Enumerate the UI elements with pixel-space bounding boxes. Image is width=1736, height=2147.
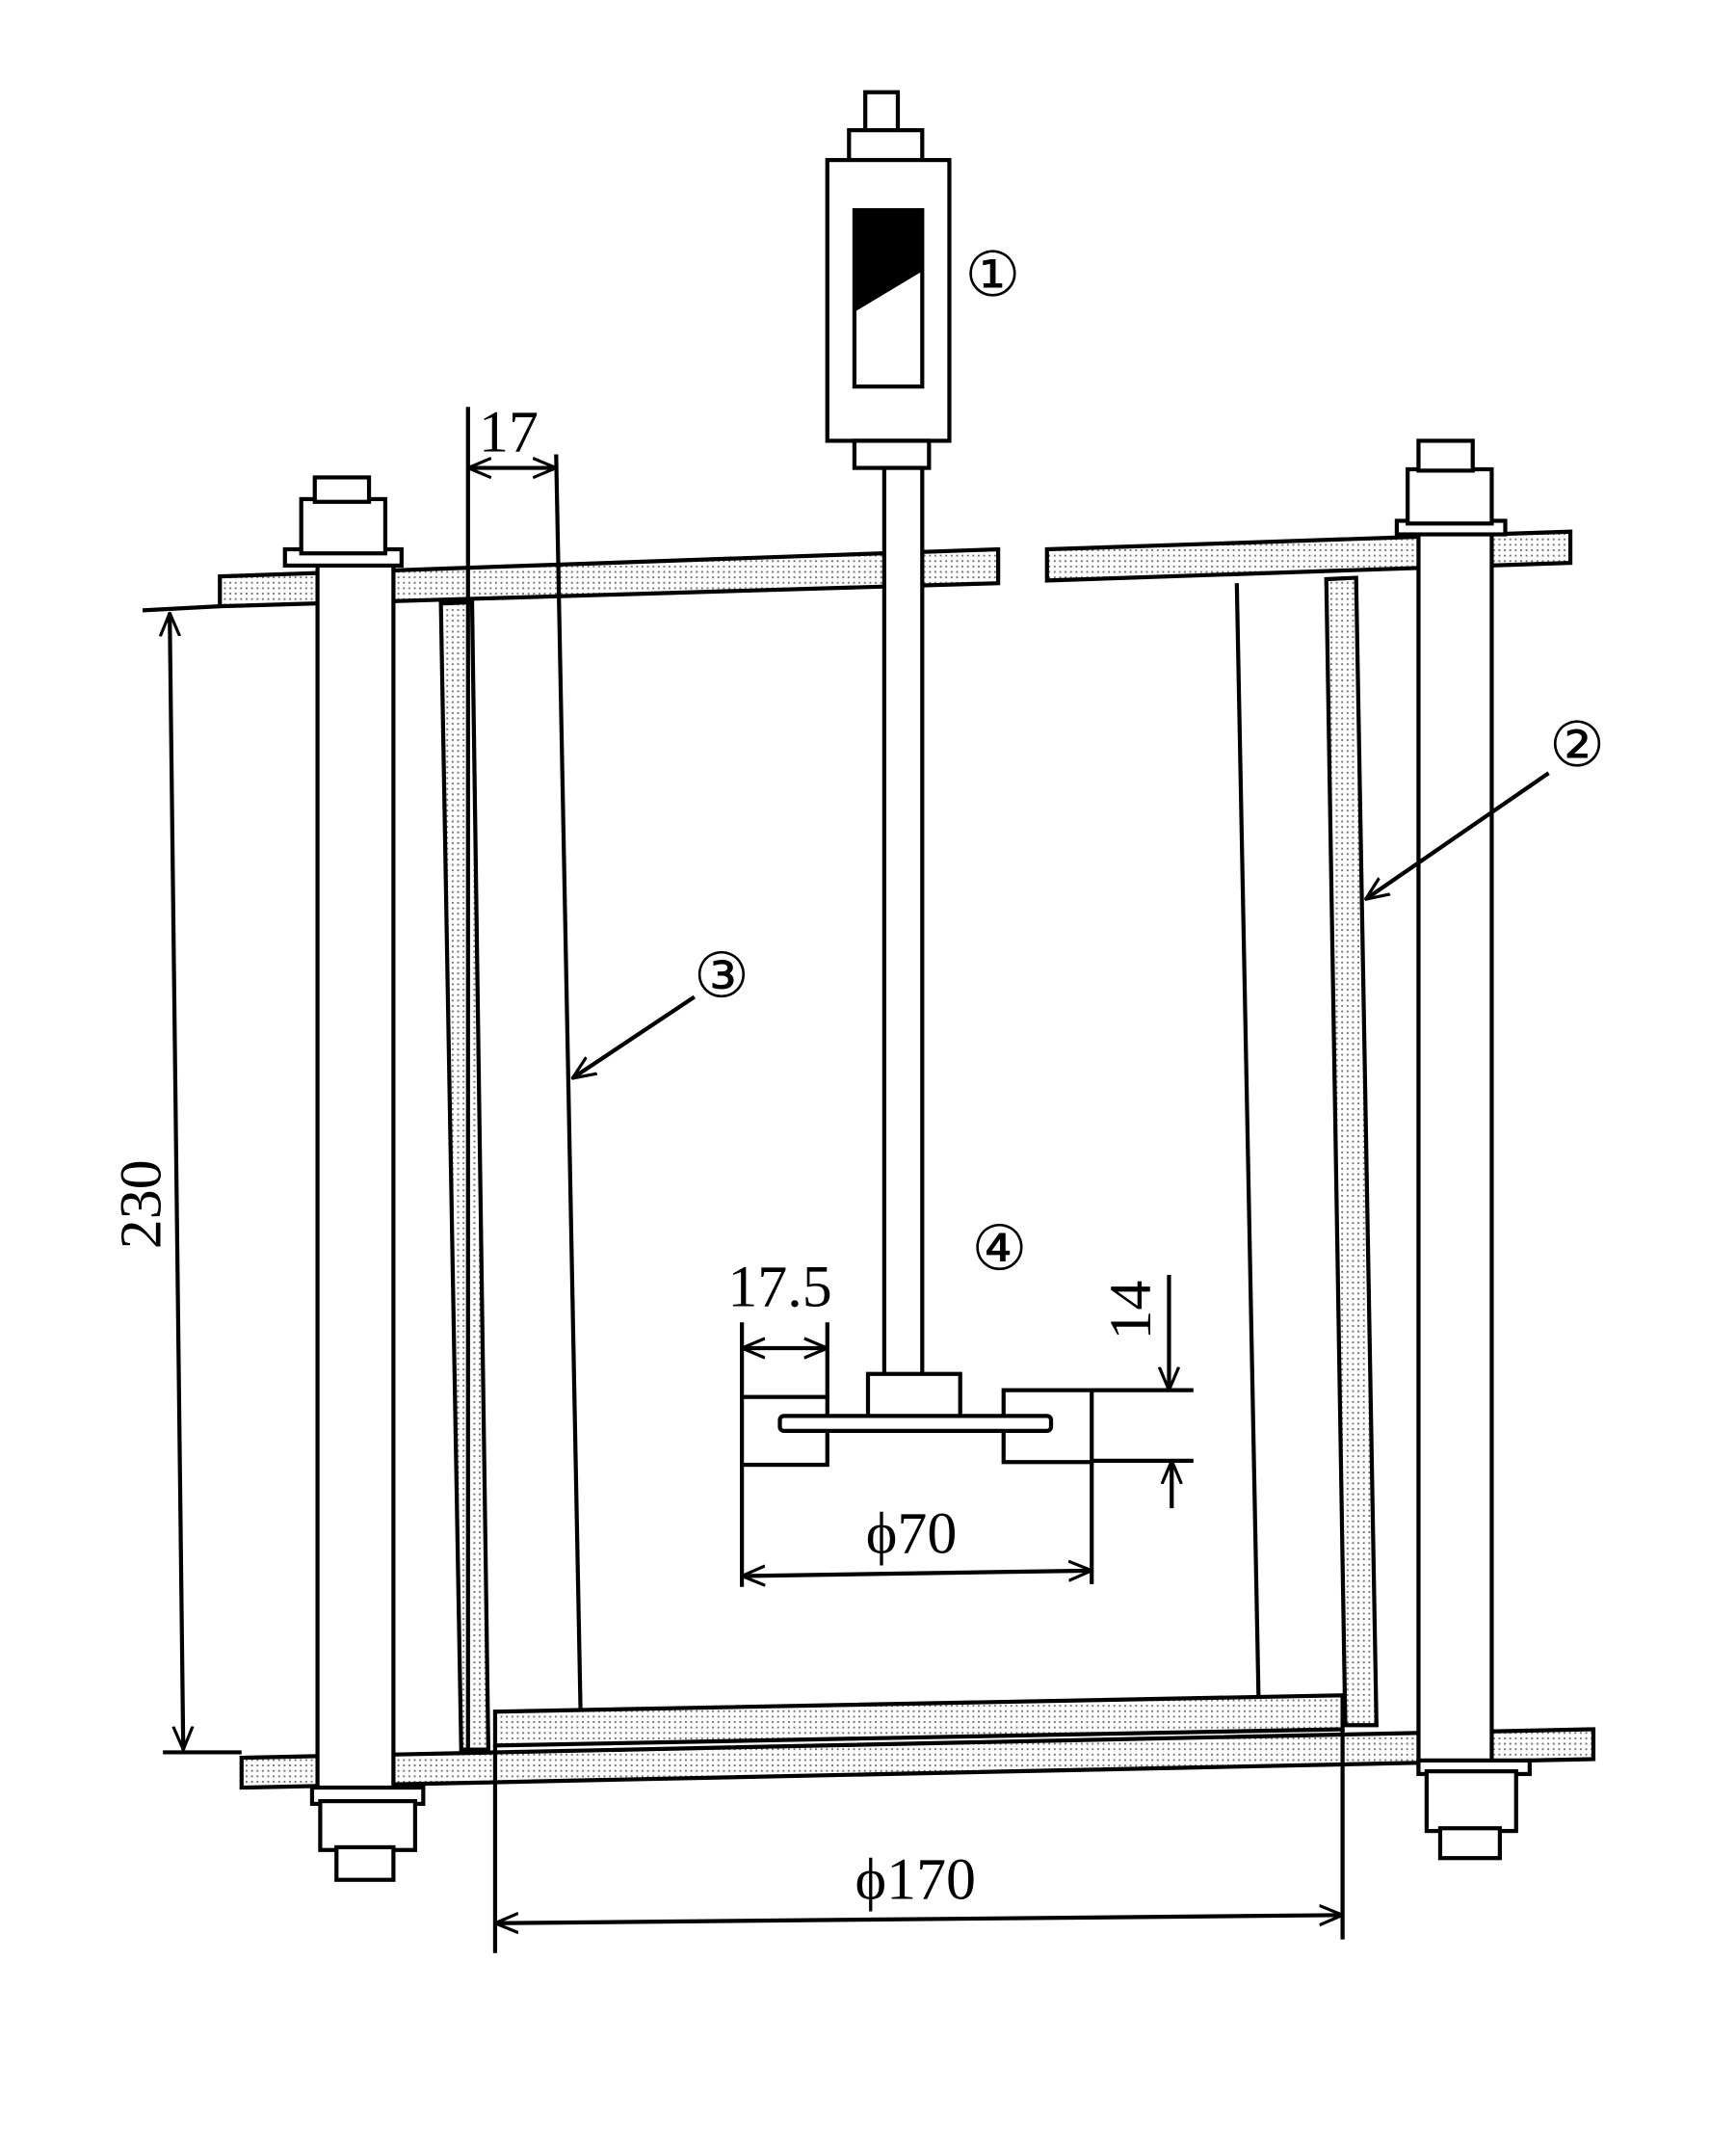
dim-17-label: 17	[479, 400, 539, 465]
top-left-plate	[218, 546, 1001, 609]
callout-2-vessel-wall: ②	[1549, 711, 1605, 781]
callout-3-arrow	[572, 994, 697, 1077]
right-vessel-wall	[1324, 575, 1379, 1728]
dimension-blade-height: 14	[1092, 1275, 1194, 1509]
dimension-impeller-diameter: ϕ70	[739, 1462, 1094, 1587]
bottom-plate	[239, 1727, 1596, 1790]
dim-17-5-label: 17.5	[727, 1254, 831, 1319]
callout-4-impeller: ④	[971, 1214, 1027, 1284]
callout-2-arrow	[1366, 771, 1550, 899]
dim-14-label: 14	[1098, 1281, 1164, 1340]
dim-230-label: 230	[108, 1159, 173, 1249]
dimension-vessel-diameter: ϕ170	[492, 1729, 1345, 1953]
impeller	[739, 1371, 1094, 1468]
right-baffle	[1234, 583, 1261, 1696]
right-tie-bolt	[1394, 438, 1532, 1861]
callout-1-motor: ①	[964, 241, 1020, 310]
left-tie-bolt	[282, 475, 426, 1882]
left-baffle	[554, 454, 583, 1712]
left-vessel-wall	[438, 599, 491, 1752]
dim-170-label: ϕ170	[855, 1846, 976, 1912]
shaft	[881, 465, 925, 1379]
motor	[825, 90, 952, 470]
dimension-height: 230	[108, 604, 242, 1755]
callout-3-baffle: ③	[694, 941, 750, 1011]
dimension-baffle-width: 17	[465, 400, 556, 1750]
dimension-blade-width: 17.5	[727, 1254, 832, 1397]
dim-70-label: ϕ70	[866, 1501, 958, 1567]
